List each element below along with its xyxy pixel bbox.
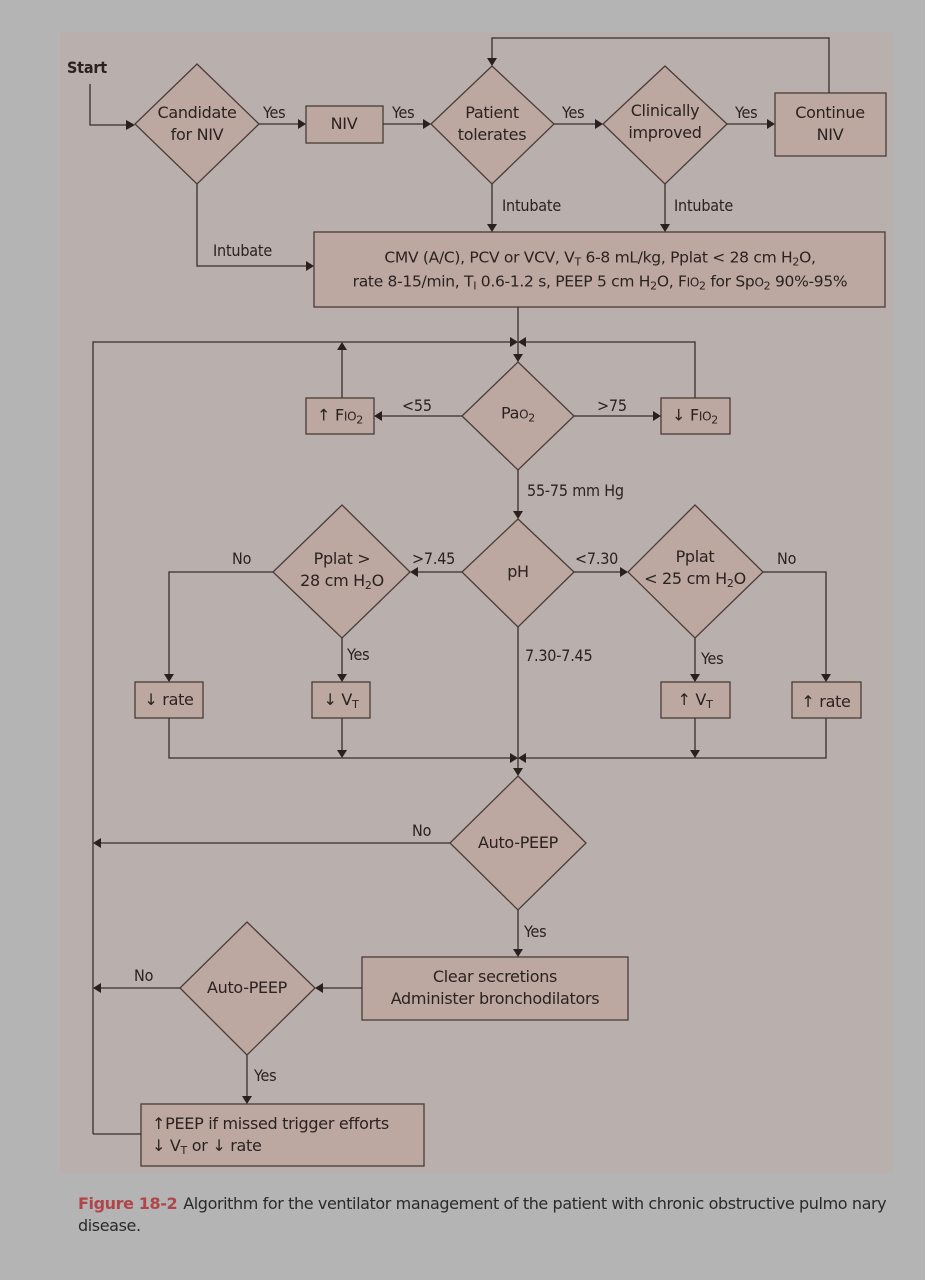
- edge-label-autopeep2-yes: Yes: [254, 1066, 277, 1085]
- edge-label-pao2-normal: 55-75 mm Hg: [527, 481, 624, 500]
- up-arrow-icon: ↑: [801, 692, 815, 711]
- process-final-shape: [140, 1103, 425, 1167]
- figure-label: Figure 18-2: [78, 1194, 178, 1213]
- process-dec-rate: ↓ rate: [144, 690, 194, 709]
- continue-niv-line1: Continue: [795, 103, 865, 122]
- edge-label-pao2-high: >75: [597, 396, 627, 415]
- up-arrow-icon: ↑: [677, 690, 691, 709]
- connectors: [89, 37, 830, 1135]
- edge-label-niv-yes: Yes: [392, 103, 415, 122]
- down-arrow-icon: ↓: [212, 1136, 226, 1155]
- process-cmv: CMV (A/C), PCV or VCV, VT 6-8 mL/kg, Ppl…: [353, 246, 848, 295]
- edge-label-autopeep1-no: No: [412, 821, 432, 840]
- decision-improved: Clinically improved: [628, 100, 702, 144]
- edge-label-autopeep2-no: No: [134, 966, 154, 985]
- tolerates-line2: tolerates: [457, 125, 527, 144]
- process-niv-shape: [305, 105, 384, 144]
- candidate-line2: for NIV: [170, 125, 224, 144]
- process-inc-vt-shape: [660, 681, 731, 719]
- process-clear: Clear secretions Administer bronchodilat…: [390, 967, 600, 1008]
- edge-label-candidate-yes: Yes: [263, 103, 286, 122]
- process-dec-vt: ↓ VT: [323, 690, 359, 711]
- continue-niv-line2: NIV: [816, 125, 844, 144]
- edge-label-pao2-low: <55: [402, 396, 432, 415]
- process-dec-vt-shape: [311, 681, 371, 719]
- decision-candidate: Candidate for NIV: [157, 102, 236, 146]
- decision-autopeep1: Auto-PEEP: [477, 833, 559, 852]
- down-arrow-icon: ↓: [672, 405, 686, 425]
- candidate-line1: Candidate: [157, 103, 237, 122]
- down-arrow-icon: ↓: [323, 690, 337, 709]
- decision-pplat-high: Pplat > 28 cm H2O: [300, 549, 384, 592]
- up-arrow-icon: ↑: [317, 405, 331, 425]
- edge-label-ph-high: >7.45: [412, 549, 456, 568]
- process-continue-niv: Continue NIV: [795, 102, 865, 146]
- process-niv: NIV: [331, 113, 358, 135]
- process-final: ↑PEEP if missed trigger efforts ↓ VT or …: [152, 1114, 389, 1157]
- edge-label-pplat-low-no: No: [777, 549, 797, 568]
- down-arrow-icon: ↓: [152, 1136, 166, 1155]
- edge-label-pplat-high-no: No: [232, 549, 252, 568]
- niv-text: NIV: [330, 114, 358, 133]
- decision-pao2: PaO2: [501, 403, 535, 425]
- edge-label-improved-yes: Yes: [735, 103, 758, 122]
- edge-label-ph-low: <7.30: [575, 549, 619, 568]
- decision-ph: pH: [507, 562, 529, 581]
- tolerates-line1: Patient: [465, 103, 519, 122]
- edge-label-autopeep1-yes: Yes: [524, 922, 547, 941]
- process-inc-rate: ↑ rate: [801, 692, 851, 711]
- edge-label-candidate-intubate: Intubate: [213, 241, 272, 260]
- edge-label-tolerates-intubate: Intubate: [502, 196, 561, 215]
- arrowheads: [93, 58, 831, 1104]
- down-arrow-icon: ↓: [144, 690, 158, 709]
- edge-label-ph-normal: 7.30-7.45: [525, 646, 593, 665]
- process-cmv-shape: [313, 231, 886, 308]
- process-clear-shape: [361, 956, 629, 1021]
- edge-label-pplat-high-yes: Yes: [347, 645, 370, 664]
- up-arrow-icon: ↑: [152, 1114, 166, 1133]
- start-label: Start: [67, 58, 107, 77]
- edge-label-tolerates-yes: Yes: [562, 103, 585, 122]
- cmv-line2: rate 8-15/min, TI 0.6-1.2 s, PEEP 5 cm H…: [352, 272, 848, 293]
- improved-line2: improved: [628, 123, 702, 142]
- edge-label-improved-intubate: Intubate: [674, 196, 733, 215]
- caption-text: Algorithm for the ventilator management …: [78, 1194, 887, 1235]
- edge-label-pplat-low-yes: Yes: [701, 649, 724, 668]
- process-dec-fio2: ↓ FIO2: [672, 405, 718, 427]
- decision-autopeep2: Auto-PEEP: [206, 978, 288, 997]
- cmv-line1: CMV (A/C), PCV or VCV, VT 6-8 mL/kg, Ppl…: [384, 248, 816, 269]
- decision-pplat-low: Pplat < 25 cm H2O: [644, 547, 746, 590]
- decision-tolerates: Patient tolerates: [458, 102, 527, 146]
- improved-line1: Clinically: [630, 101, 700, 120]
- process-continue-niv-shape: [774, 92, 887, 157]
- process-inc-vt: ↑ VT: [677, 690, 713, 711]
- process-inc-fio2: ↑ FIO2: [317, 405, 363, 427]
